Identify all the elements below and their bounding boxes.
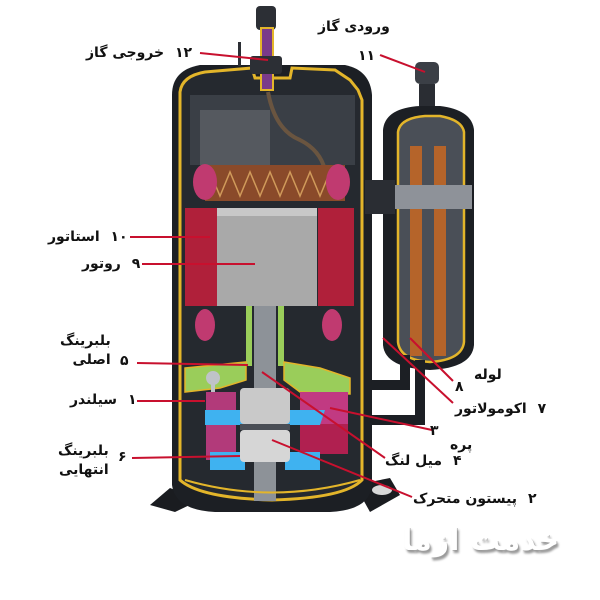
label-number: ۲ (527, 491, 537, 507)
label-accumulator: ۷ اکومولاتور (455, 400, 546, 418)
label-text-line1: بلبرینگ (58, 443, 109, 459)
label-text-line1: بلبرینگ (60, 333, 111, 349)
label-vane-number: ۳ (430, 422, 439, 440)
label-text: اکومولاتور (455, 401, 527, 417)
label-rolling-piston: ۲ پیستون متحرک (413, 490, 536, 508)
rolling-piston (240, 388, 290, 462)
rotor (217, 208, 317, 306)
label-text: میل لنگ (385, 453, 443, 469)
label-text: پیستون متحرک (413, 491, 518, 507)
label-cylinder: ۱ سیلندر (70, 391, 136, 409)
label-crankshaft: ۴ میل لنگ (385, 452, 461, 470)
label-main-bearing-number: ۵ (120, 352, 129, 370)
label-end-bearing-number: ۶ (118, 448, 127, 466)
label-text: لوله (474, 367, 502, 383)
stator-windings (193, 164, 350, 341)
label-end-bearing: بلبرینگ انتهایی (58, 442, 109, 480)
label-text-line2: اصلی (72, 352, 111, 368)
label-number: ۹ (131, 256, 141, 272)
label-number: ۱۲ (174, 45, 193, 61)
label-number: ۱ (127, 392, 137, 408)
label-text: پره (450, 437, 473, 453)
label-number: ۸ (455, 379, 464, 395)
label-text: استاتور (48, 229, 100, 245)
label-number: ۳ (430, 423, 439, 439)
label-tube-number: ۸ (455, 378, 464, 396)
stator (185, 208, 354, 306)
label-text: خروجی گاز (86, 45, 165, 61)
label-number: ۵ (120, 353, 129, 369)
label-tube: لوله (474, 366, 502, 384)
label-gas-inlet-text: ورودی گاز (318, 18, 390, 36)
label-number: ۷ (537, 401, 547, 417)
label-gas-outlet: ۱۲ خروجی گاز (86, 44, 192, 62)
label-rotor: ۹ روتور (82, 255, 140, 273)
label-number: ۶ (118, 449, 127, 465)
rotor-top-ring (217, 208, 317, 216)
label-text: سیلندر (70, 392, 118, 408)
label-stator: ۱۰ استاتور (48, 228, 128, 246)
label-number: ۱۱ (358, 48, 376, 64)
label-text-line2: انتهایی (59, 462, 109, 478)
label-text: ورودی گاز (318, 19, 390, 35)
cylinder (206, 392, 236, 460)
label-main-bearing: بلبرینگ اصلی (60, 332, 111, 370)
label-number: ۴ (452, 453, 462, 469)
watermark-logo: خدمت ازما (402, 523, 560, 558)
leader-lines (130, 52, 454, 498)
label-vane: پره (450, 436, 472, 454)
label-gas-inlet-number: ۱۱ (358, 47, 375, 65)
main-bearing-right (283, 361, 351, 395)
label-number: ۱۰ (110, 229, 128, 245)
accumulator (365, 62, 474, 425)
label-text: روتور (82, 256, 121, 272)
